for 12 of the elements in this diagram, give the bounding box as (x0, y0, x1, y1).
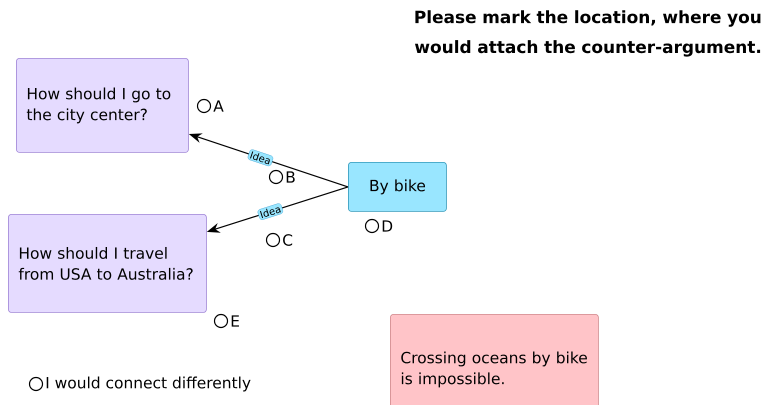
title: Please mark the location, where you would attach the counter-argument. (414, 10, 760, 57)
text-box: By bike (348, 162, 447, 212)
option-label: B (286, 171, 295, 183)
text-box: How should I travel from USA to Australia? (8, 214, 207, 313)
option-label: A (213, 100, 224, 112)
text-box: Crossing oceans by bike is impossible. (390, 314, 599, 405)
text-box: How should I go to the city center? (16, 58, 189, 153)
option-label: E (232, 315, 239, 327)
option-label: I would connect differently (46, 376, 251, 392)
edge-label: Idea (248, 149, 274, 166)
edge-label: Idea (258, 203, 284, 220)
option-label: C (283, 234, 292, 246)
